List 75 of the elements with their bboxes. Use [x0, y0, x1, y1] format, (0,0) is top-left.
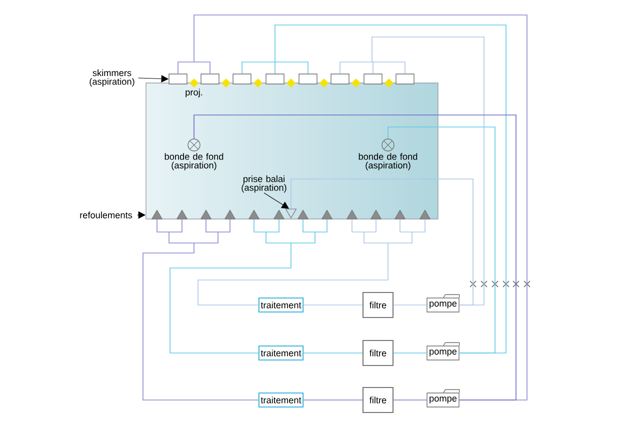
pipe — [393, 352, 428, 354]
pipe — [372, 62, 374, 74]
skimmer-box — [232, 74, 252, 84]
skimmer-box — [364, 74, 382, 84]
skimmer-box — [200, 74, 220, 84]
return-inlet — [322, 210, 332, 220]
pipe — [303, 352, 363, 354]
callout-label: skimmers (aspiration) — [90, 69, 134, 87]
filter-box: filtre — [362, 386, 394, 414]
pipe — [266, 232, 292, 244]
pipe — [170, 242, 292, 354]
filter-box: filtre — [362, 292, 394, 318]
pipe — [364, 232, 388, 244]
callout-label: refoulements — [80, 212, 132, 218]
return-inlet — [152, 210, 162, 220]
return-inlet — [298, 210, 308, 220]
treatment-box: traitement — [258, 392, 304, 408]
pipe — [372, 62, 406, 74]
pump-box: pompe — [426, 294, 460, 312]
pipe — [303, 304, 363, 306]
filter-box: filtre — [362, 340, 394, 366]
skimmer-box — [298, 74, 318, 84]
pump-box: pompe — [426, 389, 460, 408]
pool-basin — [146, 82, 438, 220]
pipe — [194, 14, 528, 400]
return-inlet — [346, 210, 358, 220]
drain-label: bonde de fond (aspiration) — [164, 153, 224, 170]
pipe — [194, 232, 218, 244]
pipe — [393, 304, 428, 306]
pipe — [194, 62, 210, 74]
return-inlet — [224, 210, 236, 220]
pipe — [218, 218, 230, 232]
drain-label: bonde de fond (aspiration) — [358, 153, 418, 170]
pipe — [206, 218, 218, 232]
pipe — [302, 218, 316, 232]
treatment-box: traitement — [258, 297, 304, 313]
skimmer-box — [266, 74, 284, 84]
pipe — [372, 36, 484, 306]
return-inlet — [248, 210, 260, 220]
pipe — [194, 114, 516, 400]
pipe — [266, 218, 280, 232]
pipe — [168, 232, 194, 244]
pipe — [352, 218, 364, 232]
pipe — [242, 62, 276, 74]
pipe — [340, 62, 372, 74]
return-inlet — [370, 210, 382, 220]
treatment-box: traitement — [258, 345, 304, 361]
pipe — [388, 126, 496, 354]
pipe — [254, 218, 266, 232]
callout-label: proj. — [186, 88, 202, 98]
pipe — [364, 218, 376, 232]
return-inlet — [274, 210, 284, 220]
pipe — [168, 218, 182, 232]
pipe — [314, 218, 328, 232]
pipe — [274, 62, 308, 74]
return-inlet — [176, 210, 188, 220]
pipe — [274, 24, 506, 354]
pipe — [178, 62, 194, 74]
skimmer-box — [168, 74, 188, 84]
pipe — [142, 242, 259, 400]
pipe — [412, 218, 426, 232]
return-inlet — [200, 210, 212, 220]
pipe — [388, 232, 412, 244]
pipe — [290, 232, 316, 244]
pump-box: pompe — [426, 342, 460, 360]
skimmer-box — [330, 74, 350, 84]
pipe — [274, 62, 276, 74]
callout-label: prise balai (aspiration) — [242, 175, 286, 193]
pipe — [198, 242, 388, 306]
skimmer-box — [396, 74, 414, 84]
return-inlet — [394, 210, 406, 220]
pipe — [156, 218, 170, 232]
pipe — [290, 178, 474, 306]
pipe — [400, 218, 412, 232]
return-inlet — [420, 210, 430, 220]
